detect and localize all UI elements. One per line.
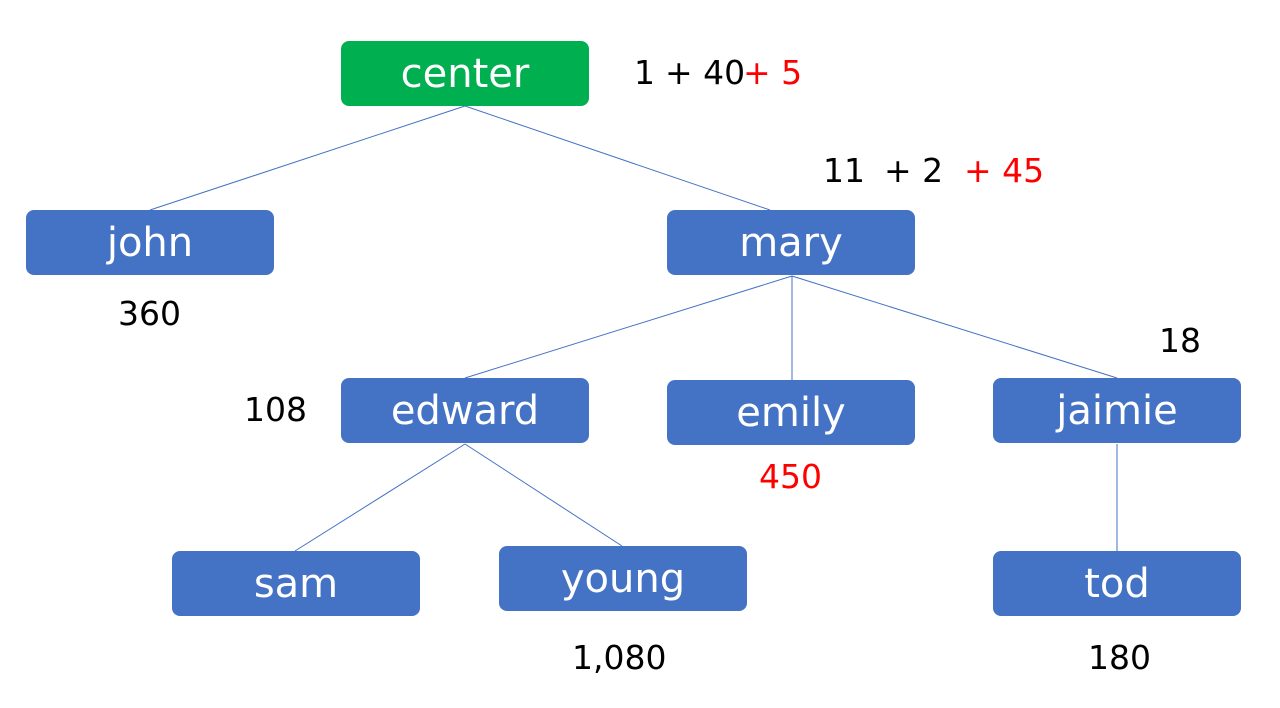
label-center-value: 1 — [634, 53, 655, 92]
node-young: young — [499, 546, 747, 611]
label-mary-add-red: + 45 — [964, 151, 1045, 190]
node-center: center — [341, 41, 589, 106]
label-emily-value: 450 — [759, 457, 822, 496]
label-center-add-red: + 5 — [743, 53, 803, 92]
edge-center-mary — [464, 105, 771, 211]
node-mary: mary — [667, 210, 915, 275]
label-tod-value: 180 — [1088, 638, 1151, 677]
node-jaimie: jaimie — [993, 378, 1241, 443]
label-edward-value: 108 — [244, 390, 307, 429]
node-tod: tod — [993, 551, 1241, 616]
node-emily: emily — [667, 380, 915, 445]
label-young-value: 1,080 — [572, 638, 667, 677]
label-mary-add-black: + 2 — [884, 151, 944, 190]
edge-edward-sam — [294, 443, 466, 552]
node-john: john — [26, 210, 274, 275]
label-jaimie-value: 18 — [1159, 321, 1201, 360]
label-mary-value: 11 — [823, 151, 865, 190]
label-center-add-black: + 40 — [665, 53, 746, 92]
label-john-value: 360 — [118, 294, 181, 333]
node-sam: sam — [172, 551, 420, 616]
edge-mary-jaimie — [791, 275, 1118, 379]
edge-mary-edward — [464, 275, 793, 379]
edge-center-john — [149, 105, 466, 211]
node-edward: edward — [341, 378, 589, 443]
edge-edward-young — [464, 443, 623, 547]
